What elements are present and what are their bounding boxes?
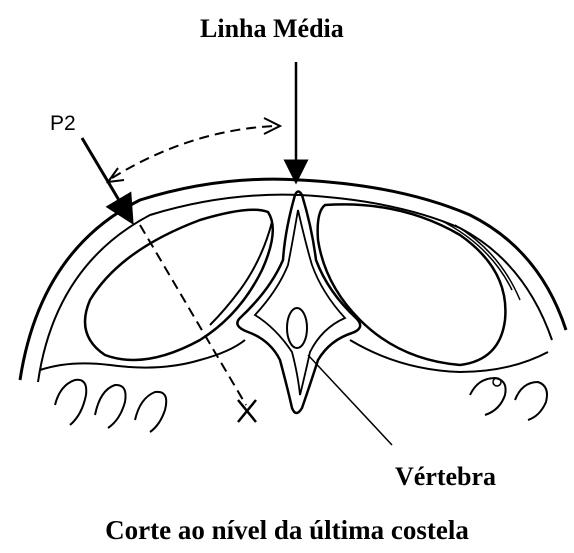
right-muscle — [318, 204, 506, 365]
vertebra-leader — [308, 355, 392, 445]
outer-contour — [20, 179, 566, 380]
spinal-canal — [287, 308, 307, 348]
distance-arc — [112, 126, 275, 178]
p2-arrow — [82, 138, 126, 212]
left-lower-structure — [40, 340, 245, 370]
right-lower-structure — [350, 340, 548, 372]
point-x-mark — [238, 400, 256, 422]
